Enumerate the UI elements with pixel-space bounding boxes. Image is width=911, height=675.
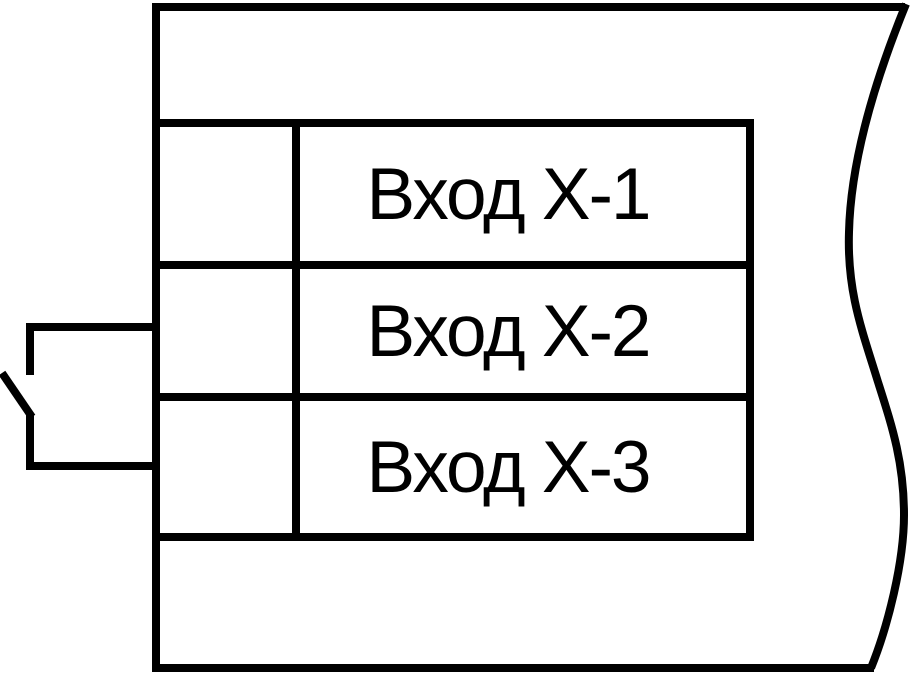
break-line-torn-edge-icon (844, 2, 910, 670)
input-row-3-label-cell: Вход Х-3 (300, 401, 750, 533)
wire-upper-with-lead (26, 323, 156, 375)
input-label-x2: Вход Х-2 (366, 290, 651, 372)
wire-lower-with-lead (26, 413, 156, 470)
input-row-1-label-cell: Вход Х-1 (300, 127, 750, 261)
input-label-x3: Вход Х-3 (366, 426, 651, 508)
input-row-2-label-cell: Вход Х-2 (300, 269, 750, 393)
open-switch-symbol-icon (0, 370, 36, 420)
device-outline (152, 3, 905, 672)
input-label-x1: Вход Х-1 (366, 153, 651, 235)
